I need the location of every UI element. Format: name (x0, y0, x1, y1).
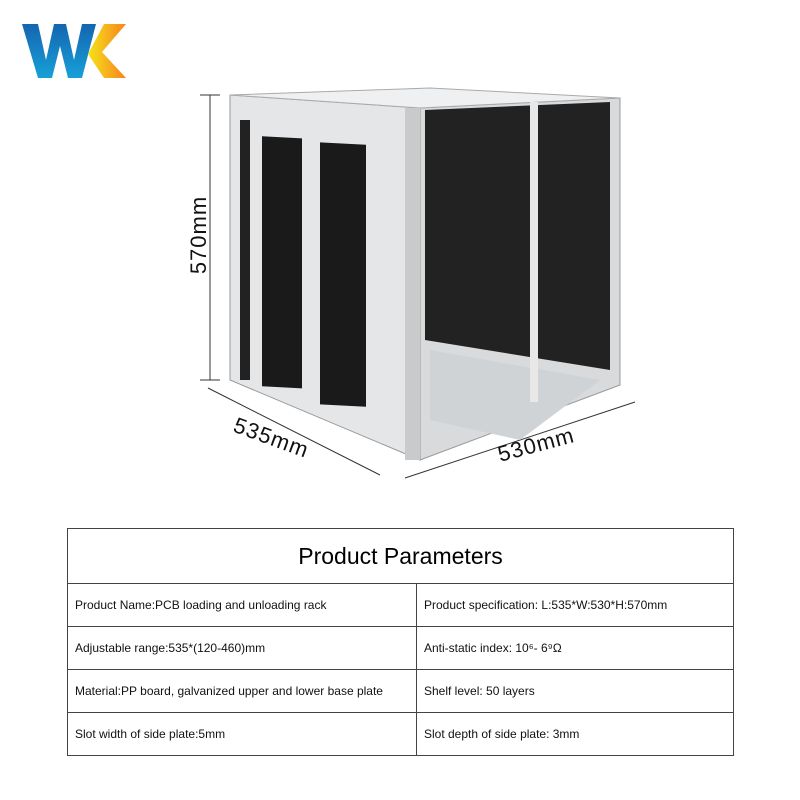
table-row: Adjustable range:535*(120-460)mm Anti-st… (67, 626, 734, 670)
wk-logo (22, 24, 126, 78)
table-cell: Product specification: L:535*W:530*H:570… (416, 583, 734, 627)
table-row: Product Name:PCB loading and unloading r… (67, 583, 734, 627)
table-cell: Product Name:PCB loading and unloading r… (67, 583, 417, 627)
table-cell: Shelf level: 50 layers (416, 669, 734, 713)
table-cell: Material:PP board, galvanized upper and … (67, 669, 417, 713)
table-cell: Slot width of side plate:5mm (67, 712, 417, 756)
product-parameters-table: Product Parameters Product Name:PCB load… (67, 528, 734, 756)
table-cell: Adjustable range:535*(120-460)mm (67, 626, 417, 670)
table-row: Material:PP board, galvanized upper and … (67, 669, 734, 713)
table-row: Slot width of side plate:5mm Slot depth … (67, 712, 734, 756)
table-title: Product Parameters (67, 528, 734, 584)
height-dimension-label: 570mm (186, 195, 212, 275)
table-cell: Slot depth of side plate: 3mm (416, 712, 734, 756)
table-cell: Anti-static index: 10⁶- 6⁹Ω (416, 626, 734, 670)
pcb-rack-image (200, 87, 636, 479)
